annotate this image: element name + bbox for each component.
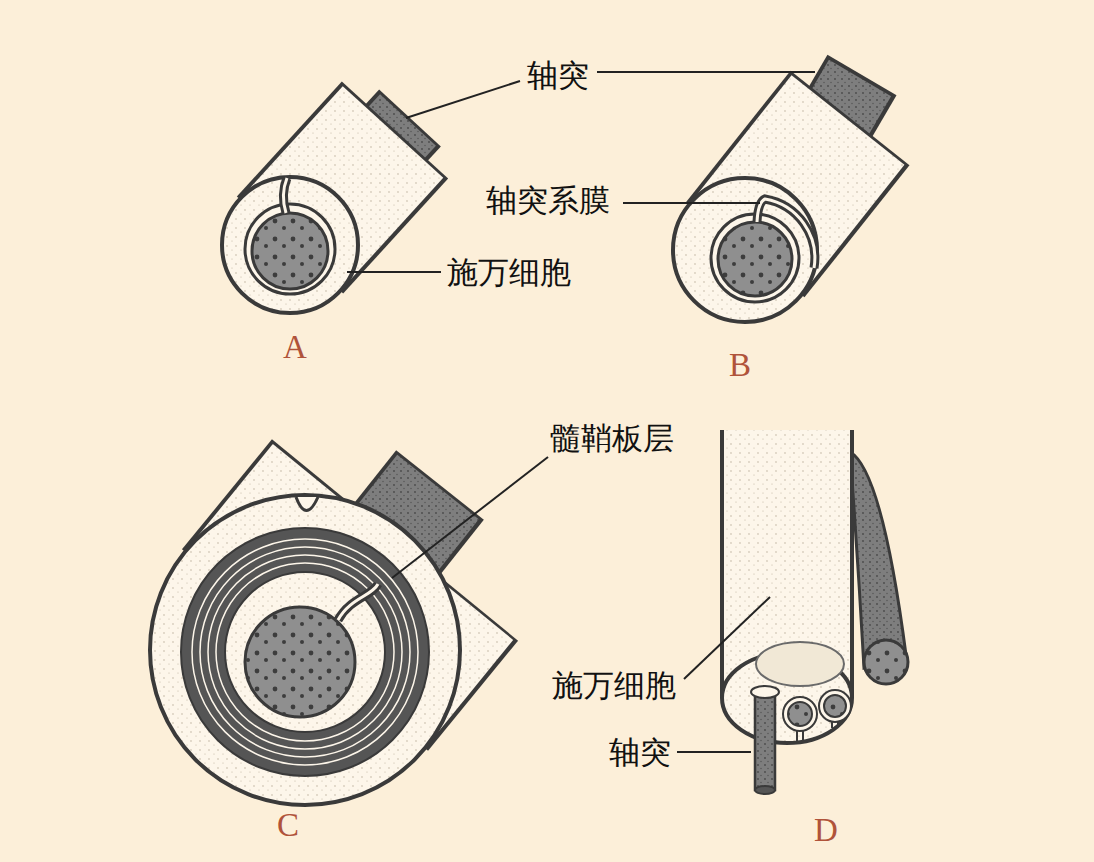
leader-lines: [347, 72, 815, 752]
panel-letter: B: [729, 347, 751, 383]
panel-letter: D: [814, 812, 838, 848]
figure-a: [222, 118, 410, 313]
panel-letter: C: [277, 807, 299, 843]
part-label: 轴突: [527, 58, 589, 92]
part-label: 轴突系膜: [486, 183, 610, 217]
part-label: 轴突: [609, 735, 671, 769]
part-label: 施万细胞: [447, 255, 571, 289]
panel-letter: A: [283, 329, 307, 365]
part-label: 施万细胞: [552, 668, 676, 702]
figure-b: [673, 75, 862, 322]
figure-c: [150, 485, 460, 805]
part-label: 髓鞘板层: [550, 421, 674, 455]
figure-d: [722, 430, 908, 794]
